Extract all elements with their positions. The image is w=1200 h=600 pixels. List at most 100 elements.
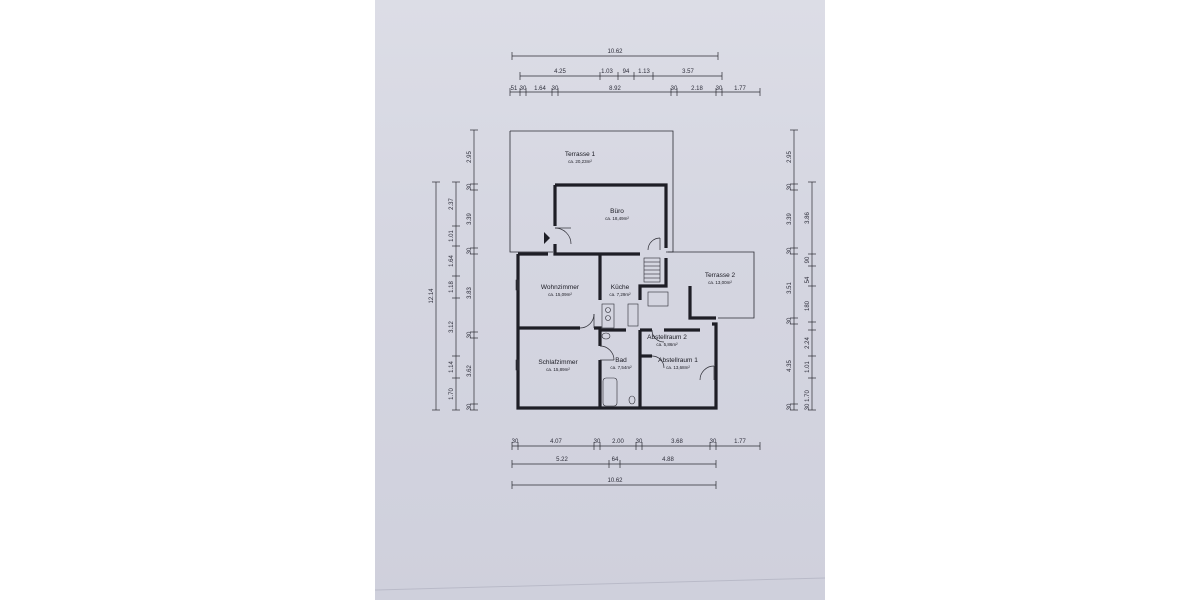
dim-label: 30 — [716, 86, 723, 92]
bottom-dimension-chains — [511, 442, 761, 489]
terrace-2-outline — [668, 251, 755, 319]
dim-label: 30 — [512, 439, 519, 445]
room-labels: Terrasse 1 ca. 20,23m² Büro ca. 18,49m² … — [538, 151, 735, 372]
dim-label: 2.95 — [787, 151, 793, 163]
dim-label: 1.14 — [449, 361, 455, 373]
left-dimension-labels: 12.14 1.70 1.14 3.12 1.18 1.64 1.01 2.37… — [429, 151, 473, 411]
room-area-terrasse-2: ca. 13,00m² — [708, 280, 732, 285]
bathtub — [602, 377, 618, 407]
dim-label: 2.95 — [467, 151, 473, 163]
door-swing-store — [651, 329, 665, 343]
dim-label: 30 — [467, 403, 473, 410]
left-dimension-chains — [432, 129, 478, 411]
door-swing-outer — [699, 365, 715, 381]
door-swing-office — [647, 237, 661, 251]
room-area-schlafzimmer: ca. 15,89m² — [546, 367, 570, 372]
store2-right-wall — [688, 286, 716, 320]
dim-label: 3.12 — [449, 321, 455, 333]
bottom-dimension-labels: 30 4.07 30 2.00 30 3.68 30 1.77 5.22 64 … — [512, 439, 747, 484]
dim-label: 1.03 — [601, 69, 613, 75]
room-name-terrasse-1: Terrasse 1 — [565, 151, 596, 158]
room-area-bad: ca. 7,54m² — [610, 365, 632, 370]
stair-wall — [638, 258, 668, 300]
dim-label: 2.24 — [805, 337, 811, 349]
door-swing-office-terrace — [554, 227, 572, 245]
dim-label: 30 — [552, 86, 559, 92]
dim-label: 3.51 — [787, 282, 793, 294]
dim-label: 1.64 — [534, 86, 546, 92]
dim-label: 1.13 — [638, 69, 650, 75]
dim-label: 1.77 — [734, 439, 746, 445]
dim-label: 5.22 — [556, 457, 568, 463]
dim-label: 30 — [636, 439, 643, 445]
window-living — [515, 279, 520, 291]
dim-label: 30 — [467, 247, 473, 254]
dim-label: 4.25 — [554, 69, 566, 75]
dim-label: 3.39 — [787, 213, 793, 225]
dim-label: 30 — [710, 439, 717, 445]
living-bedroom-wall-2 — [594, 326, 602, 346]
terrace-1-outline-left — [509, 131, 553, 253]
store-shelf — [647, 291, 669, 307]
room-name-abstellraum-2: Abstellraum 2 — [647, 334, 687, 341]
door-swing-living — [579, 313, 595, 329]
dim-label: 30 — [671, 86, 678, 92]
door-swing-bath — [599, 345, 615, 361]
dim-label: 51 — [511, 86, 518, 92]
room-area-terrasse-1: ca. 20,23m² — [568, 159, 592, 164]
stairs — [643, 257, 661, 283]
dim-label: 3.62 — [467, 365, 473, 377]
room-area-abstellraum-2: ca. 5,86m² — [656, 342, 678, 347]
dim-label: 1.18 — [449, 281, 455, 293]
dim-label: 1.64 — [449, 255, 455, 267]
terraces — [509, 130, 755, 319]
dim-label: 94 — [623, 69, 630, 75]
kitchen-counter — [601, 303, 615, 329]
kitchen-sink — [627, 303, 639, 327]
entrance-arrow-icon — [544, 232, 550, 244]
dim-label: 30 — [520, 86, 527, 92]
window-bedroom — [515, 359, 520, 371]
dim-label: 54 — [805, 276, 811, 283]
room-name-schlafzimmer: Schlafzimmer — [538, 359, 578, 366]
dim-label: 1.01 — [449, 230, 455, 242]
room-area-wohnzimmer: ca. 15,09m² — [548, 292, 572, 297]
dim-label: 2.37 — [449, 198, 455, 210]
dim-label: 30 — [787, 183, 793, 190]
room-name-wohnzimmer: Wohnzimmer — [541, 284, 580, 291]
top-dimension-chains — [509, 52, 761, 96]
outer-wall — [516, 254, 718, 410]
dim-label: 1.70 — [449, 388, 455, 400]
dim-label: 1.70 — [805, 390, 811, 402]
top-dimension-labels: 10.62 4.25 1.03 94 1.13 3.57 51 30 1.64 … — [511, 49, 747, 92]
dim-label: 30 — [467, 331, 473, 338]
door-swing-store-1 — [651, 355, 665, 369]
dim-label: 30 — [787, 247, 793, 254]
dim-label: 30 — [594, 439, 601, 445]
dim-label: 3.83 — [467, 287, 473, 299]
fixtures — [515, 279, 669, 407]
room-area-buero: ca. 18,49m² — [605, 216, 629, 221]
dim-label: 64 — [612, 457, 619, 463]
dim-label: 10.62 — [607, 49, 623, 55]
dim-label: 4.35 — [787, 360, 793, 372]
office-wall-bottom — [553, 244, 640, 256]
dim-label: 8.92 — [609, 86, 621, 92]
dim-label: 30 — [805, 403, 811, 410]
dim-label: 4.88 — [662, 457, 674, 463]
doors — [554, 227, 715, 381]
dim-label: 180 — [805, 300, 811, 311]
dim-label: 30 — [467, 183, 473, 190]
paper-fold-line — [374, 577, 826, 591]
dim-label: 3.57 — [682, 69, 694, 75]
dim-label: 2.18 — [691, 86, 703, 92]
room-name-abstellraum-1: Abstellraum 1 — [658, 357, 698, 364]
room-name-terrasse-2: Terrasse 2 — [705, 272, 736, 279]
washbasin — [601, 332, 611, 340]
dim-label: 30 — [787, 317, 793, 324]
room-area-abstellraum-1: ca. 13,68m² — [666, 365, 690, 370]
dim-label: 12.14 — [429, 288, 435, 304]
dim-label: 30 — [787, 403, 793, 410]
dim-label: 1.77 — [734, 86, 746, 92]
